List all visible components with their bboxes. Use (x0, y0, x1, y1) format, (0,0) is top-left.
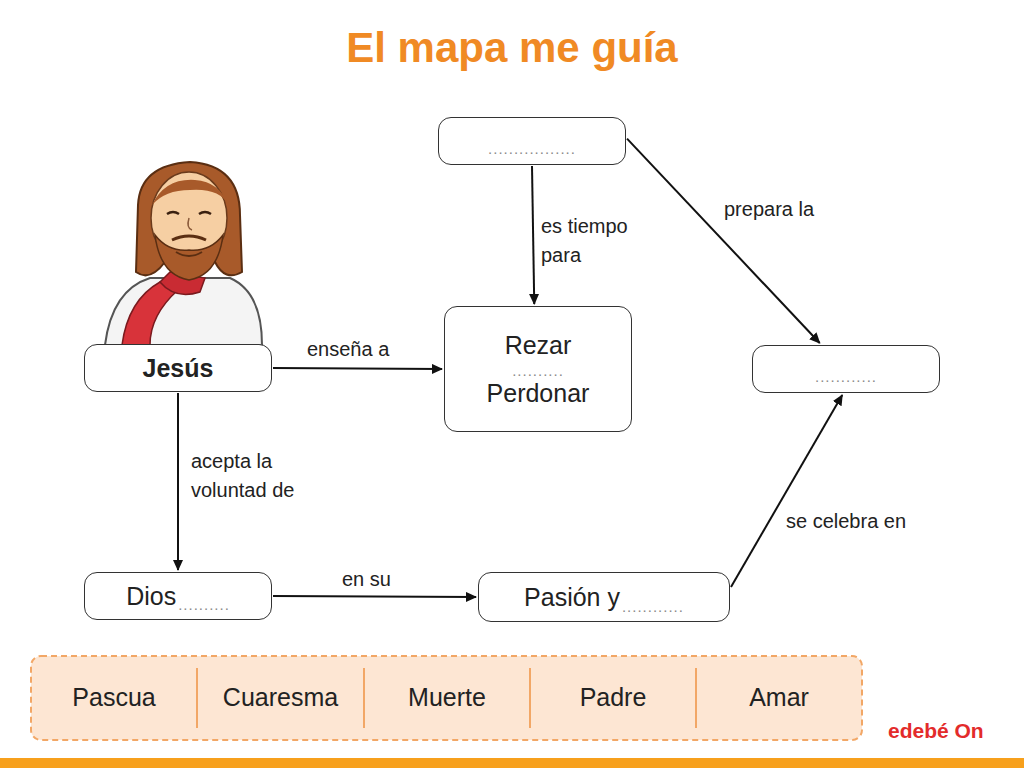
answer-box: ................. (438, 117, 626, 165)
node-text: Dios (126, 582, 176, 611)
blank-line: .......... (178, 596, 230, 613)
edge-label: enseña a (305, 335, 391, 364)
edge-label: en su (340, 565, 393, 594)
connector-arrow (627, 139, 820, 343)
edge-label: se celebra en (784, 507, 908, 536)
connector-arrow (273, 368, 442, 369)
word-bank-item: Muerte (369, 683, 525, 712)
word-bank-item: Padre (535, 683, 691, 712)
word-bank-dividers (197, 668, 696, 728)
edge-label: prepara la (722, 195, 816, 224)
node-text: Jesús (143, 354, 214, 383)
action-box: Rezar..........Perdonar (444, 306, 632, 432)
blank-line: ................. (488, 140, 576, 157)
connector-arrow (731, 395, 842, 587)
jesus-illustration (105, 162, 262, 345)
answer-box: ............ (752, 345, 940, 393)
connector-arrow (273, 596, 476, 597)
node-text: Perdonar (487, 379, 590, 408)
title: El mapa me guía (0, 24, 1024, 72)
edge-label: acepta la voluntad de (189, 447, 333, 505)
blank-line: ............ (815, 368, 877, 385)
connector-arrow (532, 166, 534, 304)
fill-in-box: Pasión y............ (478, 572, 730, 622)
node-text: Rezar (505, 331, 572, 360)
subject-box: Jesús (84, 344, 272, 392)
word-bank-item: Pascua (36, 683, 192, 712)
edge-label: es tiempo para (539, 212, 655, 270)
word-bank-panel (31, 656, 862, 740)
connector-arrow (177, 393, 179, 570)
node-text: Pasión y (524, 583, 620, 612)
fill-in-box: Dios.......... (84, 572, 272, 620)
bottom-band (0, 758, 1024, 768)
word-bank-item: Amar (701, 683, 857, 712)
blank-line: .......... (512, 362, 564, 379)
blank-line: ............ (622, 598, 684, 615)
publisher-logo: edebé On (888, 719, 984, 743)
word-bank-item: Cuaresma (202, 683, 359, 712)
